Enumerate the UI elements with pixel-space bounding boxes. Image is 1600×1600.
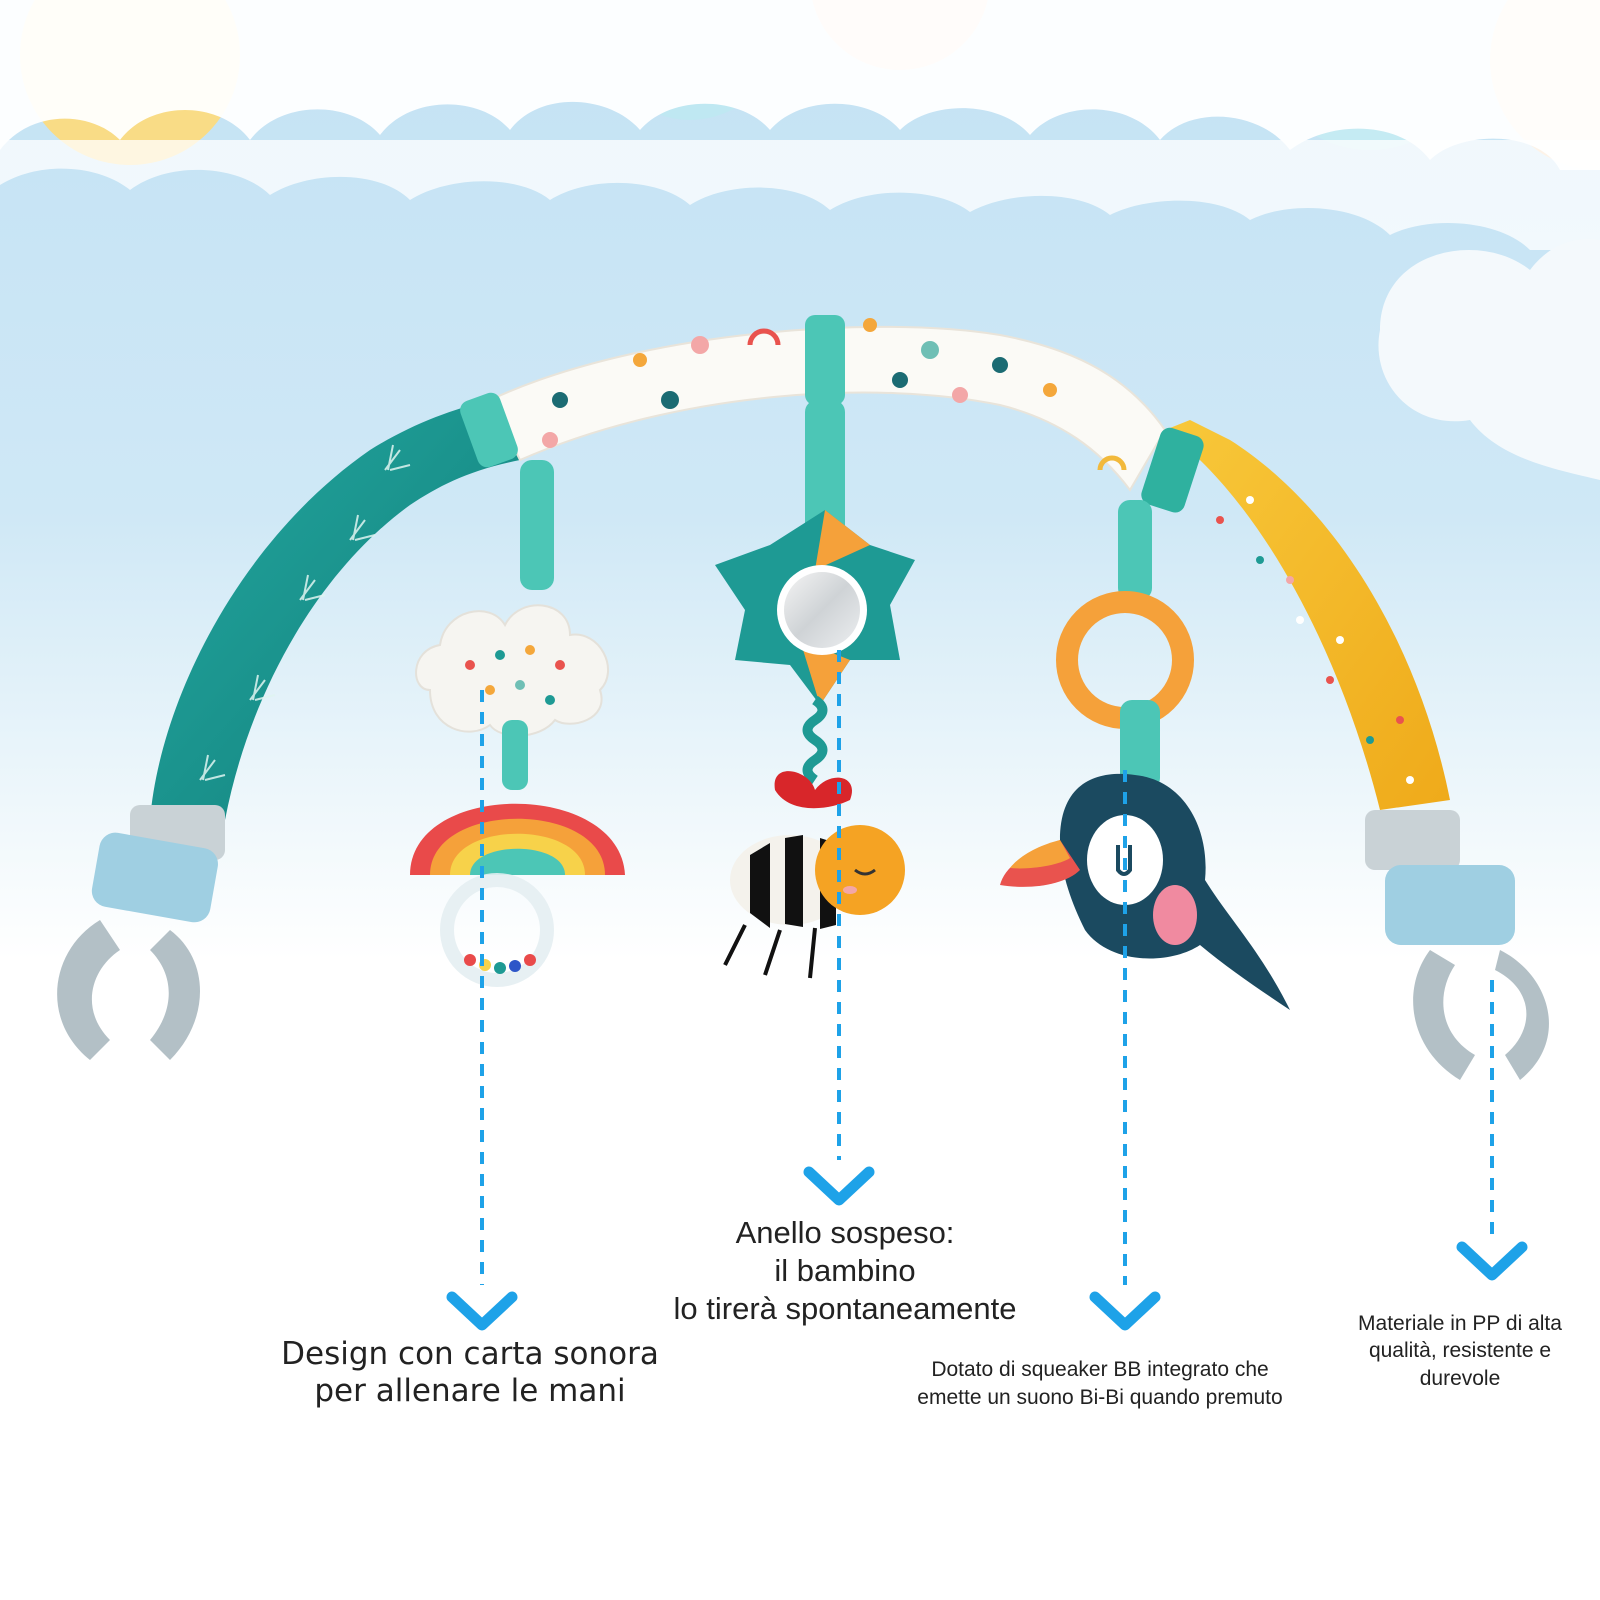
toy-chain-left[interactable]	[410, 460, 625, 987]
clip-left[interactable]	[57, 805, 225, 1060]
coil-cord	[802, 695, 828, 785]
arch-left-teal	[150, 400, 520, 820]
strap-center	[805, 315, 845, 405]
toy-chain-right[interactable]	[1000, 500, 1290, 1010]
guide-line-design	[446, 690, 518, 1331]
clip-right[interactable]	[1365, 810, 1549, 1080]
callout-design-line-2: per allenare le mani	[314, 1373, 626, 1410]
callout-anello-line-2: il bambino	[774, 1252, 916, 1288]
callout-materiale: Materiale in PP di alta qualità, resiste…	[1330, 1310, 1590, 1392]
rattle-ring-icon	[440, 873, 554, 987]
chevron-down-icon	[1089, 1291, 1161, 1331]
cloud-band-shape	[0, 0, 1600, 170]
guide-line-squeaker	[1089, 770, 1161, 1331]
cloud-band-lower	[0, 140, 1600, 250]
strap-left	[460, 392, 518, 468]
callout-anello-line-3: lo tirerà spontaneamente	[673, 1290, 1017, 1326]
guide-line-anello	[803, 650, 875, 1206]
drop-pattern	[1216, 496, 1414, 784]
toucan-icon	[1000, 773, 1290, 1010]
guide-line-materiale	[1456, 980, 1528, 1281]
arch-right-yellow	[1165, 420, 1450, 810]
callout-anello: Anello sospeso: il bambino lo tirerà spo…	[620, 1214, 1070, 1327]
callout-materiale-line-1: Materiale in PP di alta	[1358, 1312, 1562, 1335]
star-mirror-icon	[715, 510, 915, 705]
cloud-icon	[415, 604, 610, 737]
callout-design-line-1: Design con carta sonora	[281, 1336, 659, 1372]
callout-materiale-line-3: durevole	[1419, 1366, 1501, 1390]
strap-right	[1141, 427, 1204, 513]
chevron-down-icon	[446, 1291, 518, 1331]
callout-squeaker-line-2: emette un suono Bi-Bi quando premuto	[917, 1385, 1283, 1409]
cloud-right-big	[1378, 238, 1600, 480]
leaf-pattern	[199, 444, 411, 781]
rainbow-icon	[410, 803, 625, 875]
callout-squeaker: Dotato di squeaker BB integrato che emet…	[860, 1356, 1340, 1411]
activity-arch[interactable]	[150, 315, 1450, 820]
callout-squeaker-line-1: Dotato di squeaker BB integrato che	[931, 1358, 1269, 1381]
callout-anello-line-1: Anello sospeso:	[735, 1215, 955, 1250]
callout-materiale-line-2: qualità, resistente e	[1368, 1339, 1552, 1363]
chevron-down-icon	[1456, 1241, 1528, 1281]
callout-design: Design con carta sonora per allenare le …	[250, 1336, 690, 1410]
arch-print-pattern	[542, 318, 1127, 471]
chevron-down-icon	[803, 1166, 875, 1206]
